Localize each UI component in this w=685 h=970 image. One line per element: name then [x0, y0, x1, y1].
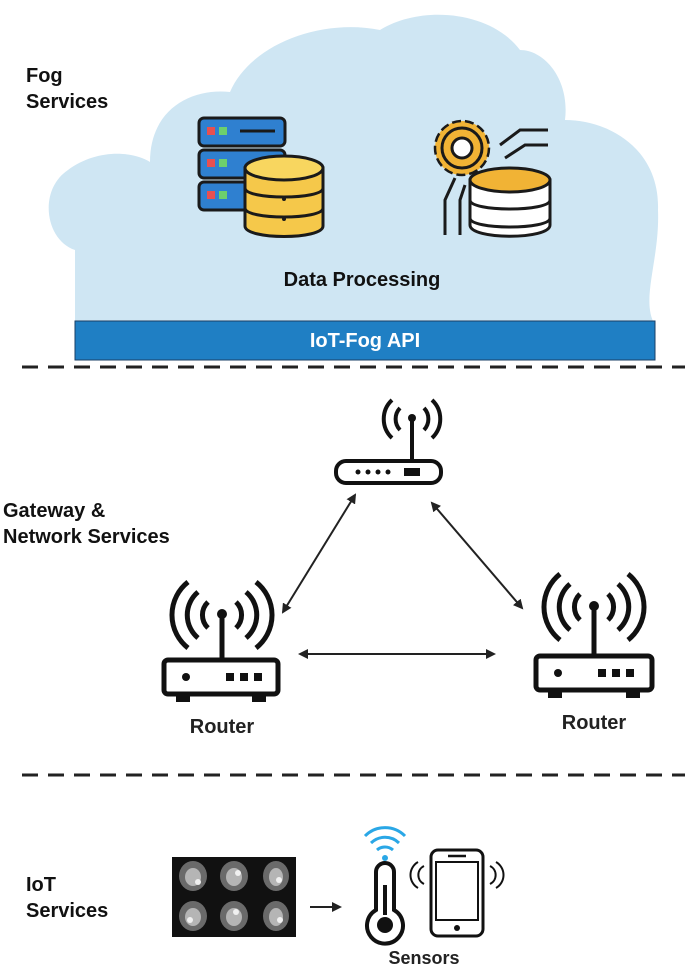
data-processing-label: Data Processing [284, 269, 441, 291]
gateway-label-line2: Network Services [3, 526, 170, 548]
iot-label-line1: IoT [26, 874, 56, 896]
api-label: IoT-Fog API [310, 330, 420, 352]
settings-database-icon [433, 119, 552, 238]
link-modem-left-router [281, 493, 357, 614]
router-right-label: Router [562, 712, 627, 734]
gateway-services-label: Gateway & Network Services [3, 498, 170, 550]
fog-cloud [48, 14, 659, 326]
fog-label-line2: Services [26, 91, 109, 113]
thermometer-sensor-icon [365, 861, 405, 946]
sensors-label: Sensors [388, 948, 459, 968]
router-left-icon [161, 580, 281, 702]
router-right-icon [533, 572, 655, 698]
database-server-icon [197, 116, 325, 238]
smartphone-icon [409, 848, 505, 938]
cloud-shape [48, 14, 659, 326]
mri-scans-image [172, 857, 296, 937]
modem-icon [334, 398, 443, 485]
iot-label-line2: Services [26, 900, 109, 922]
wifi-signal-icon [363, 826, 407, 861]
fog-label-line1: Fog [26, 65, 63, 87]
iot-services-label: IoT Services [26, 872, 108, 924]
fog-services-label: Fog Services [26, 63, 108, 115]
gateway-label-line1: Gateway & [3, 500, 106, 522]
iot-fog-api-bar: IoT-Fog API [74, 320, 656, 361]
link-modem-right-router [430, 501, 524, 610]
router-left-label: Router [190, 716, 255, 738]
